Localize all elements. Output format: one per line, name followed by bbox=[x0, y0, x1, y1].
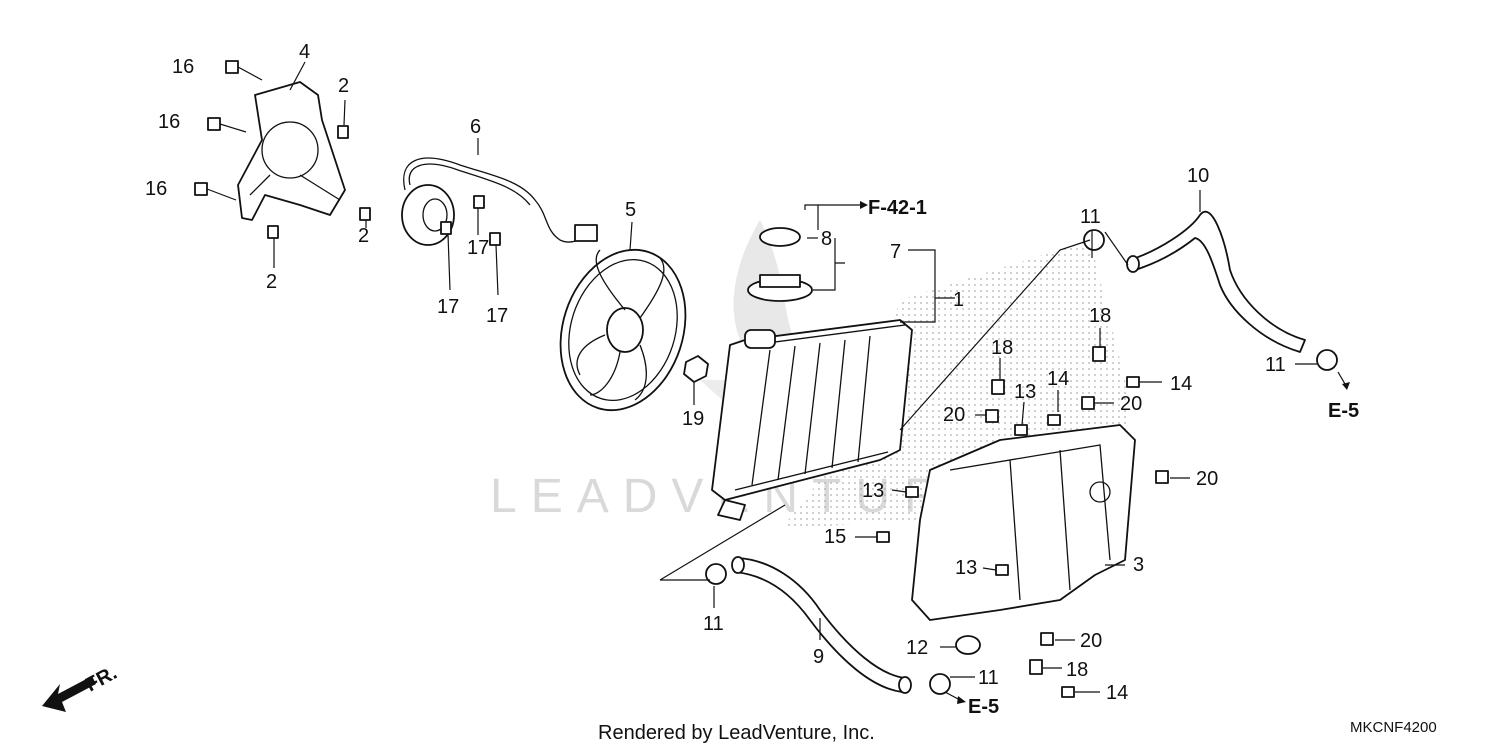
callouts: 1 2 2 2 3 4 5 6 7 8 9 10 11 11 11 11 12 … bbox=[145, 41, 1286, 704]
ref-label-e-5-bottom: E-5 bbox=[968, 696, 999, 718]
callout-14-bottom: 14 bbox=[1106, 682, 1128, 704]
callout-15: 15 bbox=[824, 526, 846, 548]
clamps-11 bbox=[705, 229, 1338, 695]
callout-11-upper: 11 bbox=[1080, 206, 1101, 228]
callout-12: 12 bbox=[906, 637, 928, 659]
callout-2-bottom: 2 bbox=[266, 271, 277, 293]
small-fasteners bbox=[876, 346, 1169, 698]
callout-13-top: 13 bbox=[1014, 381, 1036, 403]
ref-label-e-5-right: E-5 bbox=[1328, 400, 1359, 422]
callout-16-top: 16 bbox=[172, 56, 194, 78]
radiator-shroud bbox=[911, 424, 1136, 621]
footer-credit: Rendered by LeadVenture, Inc. bbox=[598, 722, 875, 744]
callout-17-c: 17 bbox=[486, 305, 508, 327]
front-label: FR. bbox=[82, 662, 121, 697]
fan-motor bbox=[401, 157, 598, 246]
callout-11-right: 11 bbox=[1265, 354, 1286, 376]
lower-hose bbox=[731, 556, 912, 694]
washer-19 bbox=[683, 355, 709, 383]
ref-label-f-42-1: F-42-1 bbox=[868, 197, 927, 219]
bolts-17 bbox=[440, 195, 501, 246]
callout-14-top: 14 bbox=[1047, 368, 1069, 390]
callout-11-lower: 11 bbox=[978, 667, 999, 689]
callout-17-b: 17 bbox=[437, 296, 459, 318]
callout-20-bottom: 20 bbox=[1080, 630, 1102, 652]
nuts-2 bbox=[267, 125, 371, 239]
callout-13-middle: 13 bbox=[862, 480, 884, 502]
radiator-cap bbox=[747, 227, 813, 302]
callout-13-bottom: 13 bbox=[955, 557, 977, 579]
callout-14-right: 14 bbox=[1170, 373, 1192, 395]
callout-2-middle: 2 bbox=[358, 225, 369, 247]
callout-11-left: 11 bbox=[703, 613, 724, 635]
callout-16-middle: 16 bbox=[158, 111, 180, 133]
callout-19: 19 bbox=[682, 408, 704, 430]
callout-3: 3 bbox=[1133, 554, 1144, 576]
cooling-fan bbox=[559, 248, 687, 412]
diagram-code: MKCNF4200 bbox=[1350, 719, 1437, 736]
leader-lines bbox=[273, 61, 1350, 704]
callout-20-right: 20 bbox=[1196, 468, 1218, 490]
upper-hose bbox=[1126, 211, 1306, 353]
callout-1: 1 bbox=[953, 289, 964, 311]
callout-18-bottom: 18 bbox=[1066, 659, 1088, 681]
callout-17-a: 17 bbox=[467, 237, 489, 259]
callout-4: 4 bbox=[299, 41, 310, 63]
callout-2-top: 2 bbox=[338, 75, 349, 97]
fan-bracket bbox=[237, 81, 346, 221]
bolts-16 bbox=[194, 60, 263, 201]
callout-6: 6 bbox=[470, 116, 481, 138]
callout-18-left: 18 bbox=[991, 337, 1013, 359]
callout-8: 8 bbox=[821, 228, 832, 250]
radiator bbox=[711, 319, 913, 521]
front-arrow: FR. bbox=[42, 662, 121, 712]
callout-18-right: 18 bbox=[1089, 305, 1111, 327]
callout-16-bottom: 16 bbox=[145, 178, 167, 200]
callout-20-upper-right: 20 bbox=[1120, 393, 1142, 415]
callout-5: 5 bbox=[625, 199, 636, 221]
callout-9: 9 bbox=[813, 646, 824, 668]
callout-7: 7 bbox=[890, 241, 901, 263]
callout-20-left: 20 bbox=[943, 404, 965, 426]
callout-10: 10 bbox=[1187, 165, 1209, 187]
